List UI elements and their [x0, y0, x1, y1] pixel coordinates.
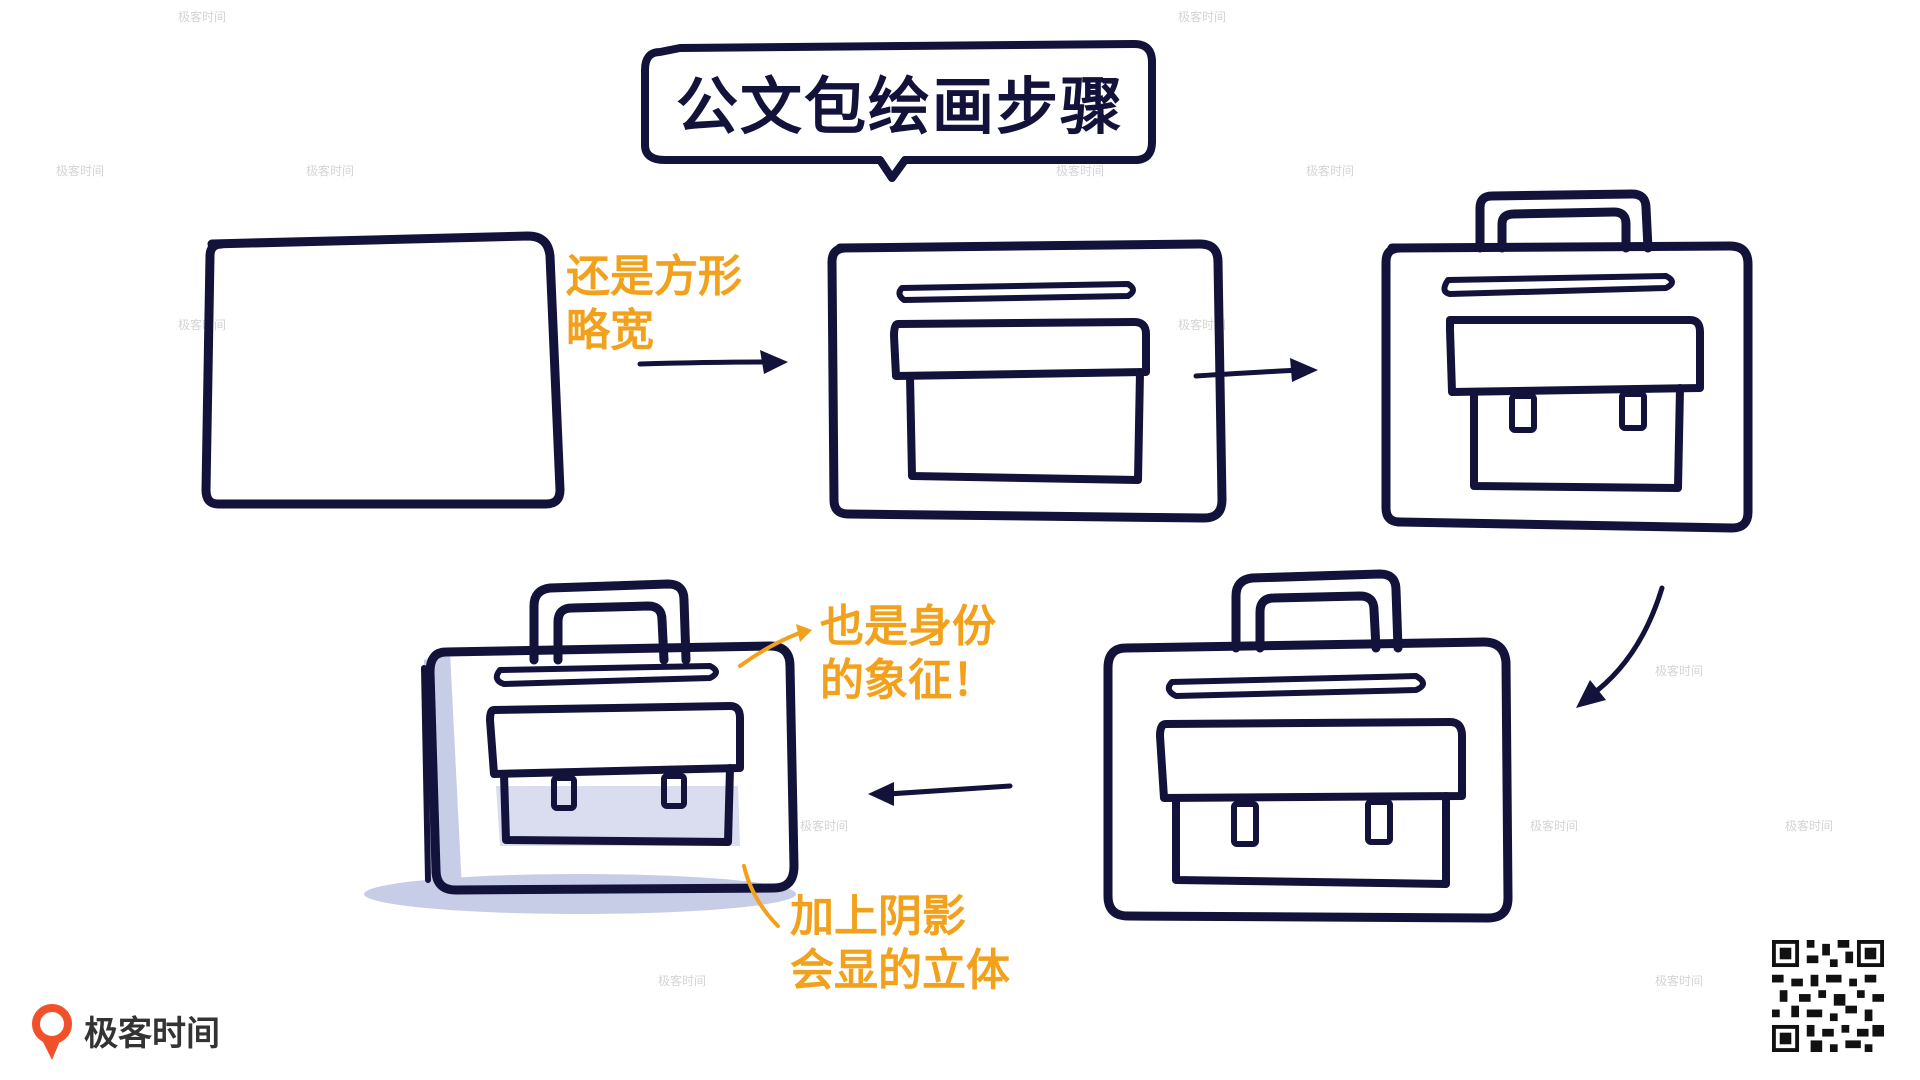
note-identity: 也是身份 的象征！ [820, 600, 996, 708]
brand: 极客时间 [32, 1003, 220, 1057]
qr-code-icon [1772, 940, 1884, 1052]
watermark: 极客时间 [1178, 10, 1227, 24]
watermark: 极客时间 [1655, 974, 1704, 988]
watermark: 极客时间 [1785, 819, 1834, 833]
note-identity-line-1: 也是身份 [820, 601, 996, 652]
note-shadow-line-1: 加上阴影 [790, 891, 966, 942]
step-2-pocket [827, 239, 1227, 523]
step-5-shaded-briefcase [364, 579, 799, 914]
page-title: 公文包绘画步骤 [675, 70, 1124, 143]
step-3-handle [1381, 189, 1753, 533]
arrow-step3-to-step4 [1576, 585, 1665, 708]
note-shadow-line-2: 会显的立体 [790, 945, 1010, 996]
watermark: 极客时间 [178, 10, 227, 24]
watermark: 极客时间 [56, 164, 105, 178]
step-4-briefcase [1103, 569, 1513, 923]
watermark: 极客时间 [1178, 318, 1227, 332]
note-step1-line-2: 略宽 [566, 305, 654, 356]
identity-pointer [738, 624, 812, 668]
arrow-step2-to-step3 [1193, 358, 1318, 382]
arrow-step1-to-step2 [637, 350, 788, 374]
step-1-rectangle [201, 231, 565, 509]
watermark: 极客时间 [1530, 819, 1579, 833]
watermark: 极客时间 [800, 819, 849, 833]
geek-time-logo-icon [32, 1004, 72, 1060]
watermark: 极客时间 [306, 164, 355, 178]
watermark: 极客时间 [1056, 164, 1105, 178]
title-bubble [641, 40, 1156, 182]
watermark: 极客时间 [1655, 664, 1704, 678]
watermark: 极客时间 [1306, 164, 1355, 178]
shadow-pointer [742, 864, 780, 928]
note-identity-line-2: 的象征！ [820, 655, 996, 706]
note-shadow: 加上阴影 会显的立体 [790, 890, 1010, 998]
brand-name: 极客时间 [84, 1013, 220, 1054]
watermark: 极客时间 [658, 974, 707, 988]
arrow-step4-to-step5 [868, 782, 1013, 806]
brand-logo-space [32, 1005, 76, 1055]
watermark: 极客时间 [178, 318, 227, 332]
note-step1: 还是方形 略宽 [566, 250, 742, 358]
note-step1-line-1: 还是方形 [566, 251, 742, 302]
